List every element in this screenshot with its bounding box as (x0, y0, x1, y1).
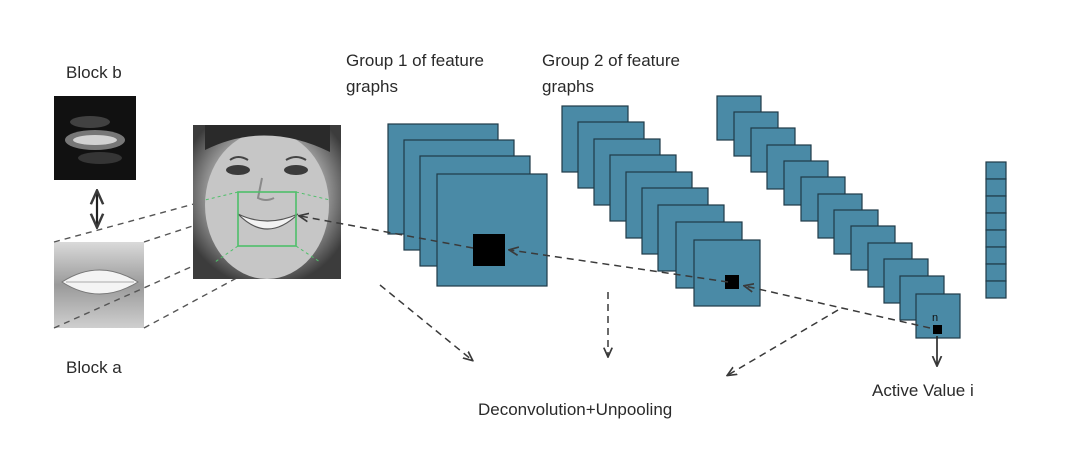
group2-active-region (725, 275, 739, 289)
block-b-label: Block b (66, 63, 122, 82)
neuron-mark: n (932, 312, 938, 324)
group1-active-region (473, 234, 505, 266)
active-value-label: Active Value i (872, 381, 974, 400)
feature-group-2 (561, 105, 761, 307)
backprojection-arrows (300, 216, 931, 329)
feature-group-3 (716, 95, 961, 339)
group1-label: Group 1 of feature graphs (346, 51, 484, 96)
feature-map (436, 173, 548, 287)
block-a-image (54, 242, 144, 328)
active-neuron (933, 325, 942, 334)
face-image (193, 125, 341, 279)
group2-label: Group 2 of feature graphs (542, 51, 680, 96)
block-a-label: Block a (66, 358, 122, 377)
deconv-label: Deconvolution+Unpooling (478, 400, 673, 419)
feature-map (693, 239, 761, 307)
output-vector (985, 161, 1007, 299)
feature-group-1 (387, 123, 548, 287)
deconv-arrows (379, 284, 839, 375)
block-b-image (54, 96, 136, 180)
